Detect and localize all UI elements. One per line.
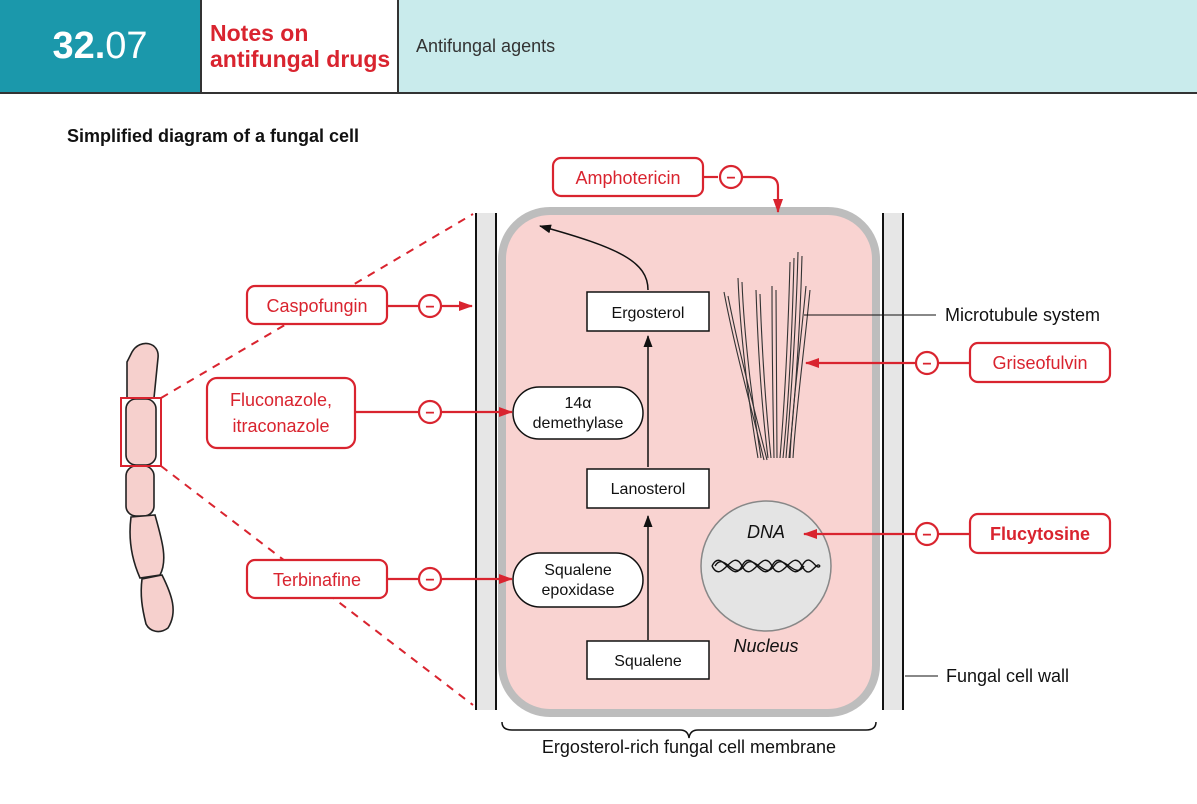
inhibit-symbol: − — [425, 405, 434, 422]
header-title-line2: antifungal drugs — [210, 46, 391, 72]
caspofungin-drug: Caspofungin − — [245, 284, 473, 326]
cell-wall-label: Fungal cell wall — [946, 666, 1069, 686]
membrane-label: Ergosterol-rich fungal cell membrane — [542, 737, 836, 757]
membrane-brace — [501, 721, 877, 739]
amphotericin-label: Amphotericin — [575, 168, 680, 188]
chapter-major: 32. — [52, 24, 106, 67]
nucleus — [700, 500, 832, 632]
hypha-segment — [140, 574, 174, 633]
hypha-segment — [125, 465, 155, 517]
fluconazole-label-line2: itraconazole — [232, 416, 329, 436]
lanosterol-box: Lanosterol — [586, 468, 710, 509]
griseofulvin-drug: Griseofulvin − — [805, 341, 1112, 384]
section-title: Simplified diagram of a fungal cell — [67, 126, 360, 146]
hypha-drawing — [125, 342, 174, 633]
cell-wall-right — [882, 213, 904, 710]
nucleus-label: Nucleus — [733, 636, 798, 656]
hypha-segment — [125, 398, 157, 466]
ergosterol-to-membrane-arrow — [539, 224, 649, 291]
fluconazole-drug: Fluconazole, itraconazole − — [205, 376, 513, 450]
amphotericin-drug: Amphotericin − — [551, 156, 783, 213]
header-rule — [0, 92, 1197, 94]
inhibit-symbol: − — [425, 572, 434, 589]
flucytosine-label: Flucytosine — [990, 524, 1090, 544]
squalene-epoxidase-label-line2: epoxidase — [542, 582, 615, 599]
page-header: 32.07 Notes on antifungal drugs Antifung… — [0, 0, 1197, 94]
squalene-box: Squalene — [586, 640, 710, 680]
hypha-segment — [129, 514, 165, 579]
header-divider — [397, 0, 399, 92]
dna-label: DNA — [747, 522, 785, 542]
squalene-label: Squalene — [614, 653, 682, 670]
squalene-epoxidase-label-line1: Squalene — [544, 562, 612, 579]
header-title-line1: Notes on — [210, 20, 309, 46]
cell-membrane — [498, 207, 880, 717]
ergosterol-box: Ergosterol — [586, 291, 710, 332]
flucytosine-drug: Flucytosine − — [803, 512, 1112, 555]
header-divider — [200, 0, 202, 92]
griseofulvin-label: Griseofulvin — [992, 353, 1087, 373]
microtubule-bundle — [723, 251, 811, 461]
hypha-segment — [126, 342, 159, 399]
demethylase-node: 14α demethylase — [512, 386, 644, 440]
microtubule-label: Microtubule system — [945, 305, 1100, 325]
zoom-highlight-box — [120, 397, 162, 467]
chapter-minor: 07 — [105, 24, 148, 67]
terbinafine-drug: Terbinafine − — [245, 558, 513, 600]
dna-helix-icon — [711, 559, 821, 573]
ergosterol-label: Ergosterol — [612, 305, 685, 322]
caspofungin-label: Caspofungin — [266, 296, 367, 316]
terbinafine-label: Terbinafine — [273, 570, 361, 590]
inhibit-symbol: − — [425, 299, 434, 316]
cell-wall-left — [475, 213, 497, 710]
header-title: Notes on antifungal drugs — [202, 0, 397, 92]
inhibit-symbol: − — [922, 356, 931, 373]
header-subtitle: Antifungal agents — [399, 0, 1197, 92]
chapter-number: 32.07 — [0, 0, 200, 92]
lanosterol-label: Lanosterol — [611, 481, 686, 498]
squalene-epoxidase-node: Squalene epoxidase — [512, 552, 644, 608]
inhibit-symbol: − — [726, 170, 735, 187]
inhibit-symbol: − — [922, 527, 931, 544]
demethylase-label-line1: 14α — [564, 395, 591, 412]
demethylase-label-line2: demethylase — [533, 415, 624, 432]
fluconazole-label-line1: Fluconazole, — [230, 390, 332, 410]
